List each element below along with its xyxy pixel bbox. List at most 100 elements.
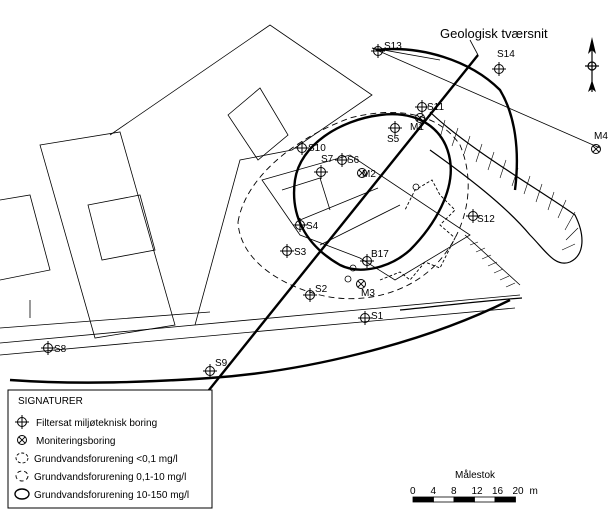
boring-filter-icon (358, 311, 372, 325)
boring-label: M2 (362, 169, 376, 180)
contour-high-south (9, 298, 511, 384)
legend-label-mid: Grundvandsforurening 0,1-10 mg/l (34, 472, 186, 483)
boring-filter-icon (293, 218, 307, 232)
north-arrow-icon (585, 37, 599, 92)
cross-section-line (204, 54, 479, 396)
scale-tick-label: 8 (451, 486, 457, 497)
scale-segment (433, 496, 455, 503)
boring-filter-icon (41, 341, 55, 355)
boring-filter-icon (335, 153, 349, 167)
building-central-line3 (319, 204, 401, 246)
boring-label: S7 (321, 154, 334, 165)
boring-label: M3 (361, 288, 375, 299)
legend-label-filter: Filtersat miljøteknisk boring (36, 418, 157, 429)
scale-tick-label: 16 (492, 486, 504, 497)
boring-label: S5 (387, 134, 400, 145)
boring-filter-icon (371, 44, 385, 58)
boring-filter-icon (314, 165, 328, 179)
scale-tick-label: 0 (410, 486, 416, 497)
boring-filter-icon (280, 244, 294, 258)
legend-label-low: Grundvandsforurening <0,1 mg/l (34, 454, 178, 465)
boring-label: S4 (306, 221, 319, 232)
building-north-inner (227, 87, 289, 161)
scale-tick-label: 12 (472, 486, 484, 497)
boring-label: S6 (347, 155, 360, 166)
scale-tick-label: 20 (513, 486, 525, 497)
scale-segment (474, 496, 496, 503)
scale-title: Målestok (455, 469, 496, 481)
boring-filter-icon (203, 364, 217, 378)
boring-label: S12 (477, 214, 495, 225)
legend-label-monitor: Moniteringsboring (36, 436, 116, 447)
legend-monitor-icon (17, 435, 27, 445)
road-line-3 (0, 311, 211, 329)
boring-label: M1 (410, 122, 424, 133)
boring-label: S8 (54, 344, 67, 355)
legend-dash-large-icon (15, 470, 29, 482)
slope-outline (429, 111, 583, 264)
boring-filter-icon (492, 62, 506, 76)
building-central (261, 154, 471, 281)
legend-solid-icon (14, 488, 30, 500)
scale-bar: Målestok 0 4 8 12 16 20 m (410, 469, 538, 503)
building-west-inner (87, 194, 156, 261)
boring-monitor-icon (356, 279, 366, 289)
boring-label: B17 (371, 249, 389, 260)
cross-section-leader (469, 39, 479, 56)
boring-filter-icon (295, 141, 309, 155)
scale-unit: m (530, 486, 538, 497)
property-line-ne (371, 47, 601, 149)
contour-high-north (375, 47, 519, 191)
sample-point (344, 275, 352, 283)
boring-monitor-icon (591, 144, 601, 154)
boring-filter-icon (466, 209, 480, 223)
building-east-outline (379, 179, 456, 281)
legend-filter-icon (15, 415, 29, 429)
contour-high (292, 113, 452, 271)
roads (0, 47, 601, 356)
cross-section-title: Geologisk tværsnit (440, 26, 548, 41)
road-curve-east (399, 297, 523, 311)
building-north (109, 24, 373, 326)
scale-segment (494, 496, 516, 503)
building-central-line (281, 177, 331, 211)
boring-filter-icon (303, 288, 317, 302)
legend-label-high: Grundvandsforurening 10-150 mg/l (34, 490, 189, 501)
legend-heading: SIGNATURER (18, 396, 83, 407)
scale-ticks: 0 4 8 12 16 20 m (410, 486, 538, 503)
boring-monitor-icon (415, 113, 425, 123)
sample-point (412, 183, 420, 191)
scale-tick-label: 4 (431, 486, 437, 497)
boring-label: S3 (294, 247, 307, 258)
boring-filter-icon (360, 254, 374, 268)
building-far-west (0, 194, 51, 281)
slope-hatch (439, 119, 579, 251)
legend-box (7, 389, 213, 509)
sample-point (349, 264, 357, 272)
legend-dash-small-icon (15, 452, 29, 464)
buildings (0, 24, 471, 339)
boring-label: S14 (497, 49, 515, 60)
road-line-1 (0, 294, 521, 344)
building-west (39, 131, 176, 339)
boring-label: M4 (594, 131, 608, 142)
boring-filter-icon (415, 100, 429, 114)
boring-label: S1 (371, 311, 384, 322)
bank-hatch (469, 241, 516, 288)
boring-label: S10 (308, 143, 326, 154)
scale-segment (453, 496, 475, 503)
boring-label: S13 (384, 41, 402, 52)
boring-filter-icon (388, 121, 402, 135)
contour-low (237, 112, 469, 300)
building-central-line2 (299, 187, 379, 221)
scale-segment (412, 496, 434, 503)
boring-monitor-icon (357, 168, 367, 178)
bank-line (464, 234, 521, 286)
boring-label: S2 (315, 284, 328, 295)
boring-label: S11 (427, 102, 444, 113)
legend: SIGNATURER Filtersat miljøteknisk boring… (7, 389, 213, 509)
boring-label: S9 (215, 358, 228, 369)
sample-points (344, 183, 420, 283)
